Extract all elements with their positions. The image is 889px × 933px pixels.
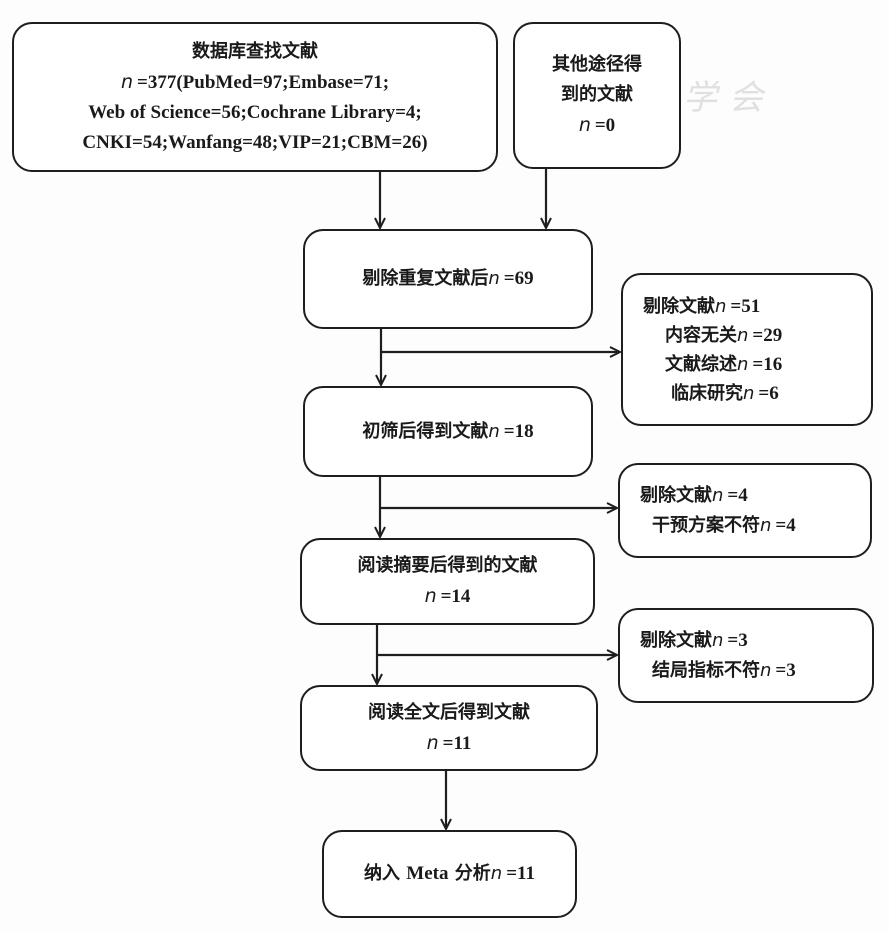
n-symbol: n xyxy=(760,659,772,681)
fulltext-review-count: n=11 xyxy=(426,731,472,754)
n-symbol: n xyxy=(578,114,591,136)
excluded-2-total: 剔除文献n=4 xyxy=(640,484,748,506)
initial-screen-box: 初筛后得到文献n=18 xyxy=(303,386,593,477)
fulltext-review-box: 阅读全文后得到文献 n=11 xyxy=(300,685,598,771)
excluded-box-2: 剔除文献n=4 干预方案不符n=4 xyxy=(618,463,872,558)
other-sources-line2: 到的文献 xyxy=(561,84,633,105)
database-search-count: n=377(PubMed=97;Embase=71; xyxy=(120,70,390,93)
excluded-3-total: 剔除文献n=3 xyxy=(640,629,748,651)
n-symbol: n xyxy=(743,382,755,404)
excluded-1-reason: 临床研究n=6 xyxy=(671,382,779,404)
n-symbol: n xyxy=(488,420,500,442)
n-symbol: n xyxy=(712,629,724,651)
n-symbol: n xyxy=(760,514,772,536)
excluded-2-reason: 干预方案不符n=4 xyxy=(652,514,796,536)
excluded-box-1: 剔除文献n=51 内容无关n=29 文献综述n=16 临床研究n=6 xyxy=(621,273,873,426)
other-sources-box: 其他途径得 到的文献 n=0 xyxy=(513,22,681,169)
n-symbol: n xyxy=(712,484,724,506)
database-search-sources-3: CNKI=54;Wanfang=48;VIP=21;CBM=26) xyxy=(82,131,428,153)
fulltext-review-label: 阅读全文后得到文献 xyxy=(368,701,530,723)
excluded-1-reason: 内容无关n=29 xyxy=(665,324,783,346)
n-symbol: n xyxy=(490,863,503,884)
excluded-3-reason: 结局指标不符n=3 xyxy=(652,659,796,681)
excluded-1-reason: 文献综述n=16 xyxy=(665,353,783,375)
n-symbol: n xyxy=(426,731,439,754)
other-sources-count: n=0 xyxy=(578,114,616,136)
n-symbol: n xyxy=(424,585,437,607)
database-search-title: 数据库查找文献 xyxy=(192,40,318,62)
included-box: 纳入 Meta 分析n=11 xyxy=(322,830,577,918)
abstract-review-count: n=14 xyxy=(424,585,471,607)
n-symbol: n xyxy=(488,268,500,289)
initial-screen-text: 初筛后得到文献n=18 xyxy=(362,420,534,442)
included-text: 纳入 Meta 分析n=11 xyxy=(364,863,535,884)
other-sources-line1: 其他途径得 xyxy=(552,54,642,75)
after-dedup-text: 剔除重复文献后n=69 xyxy=(362,268,534,289)
database-search-sources-2: Web of Science=56;Cochrane Library=4; xyxy=(88,101,422,123)
n-symbol: n xyxy=(120,70,133,93)
abstract-review-box: 阅读摘要后得到的文献 n=14 xyxy=(300,538,595,625)
after-dedup-box: 剔除重复文献后n=69 xyxy=(303,229,593,329)
excluded-box-3: 剔除文献n=3 结局指标不符n=3 xyxy=(618,608,874,703)
n-symbol: n xyxy=(737,353,749,375)
n-symbol: n xyxy=(737,324,749,346)
abstract-review-label: 阅读摘要后得到的文献 xyxy=(357,555,538,576)
database-search-box: 数据库查找文献 n=377(PubMed=97;Embase=71; Web o… xyxy=(12,22,498,172)
excluded-1-total: 剔除文献n=51 xyxy=(643,295,761,317)
n-symbol: n xyxy=(715,295,727,317)
